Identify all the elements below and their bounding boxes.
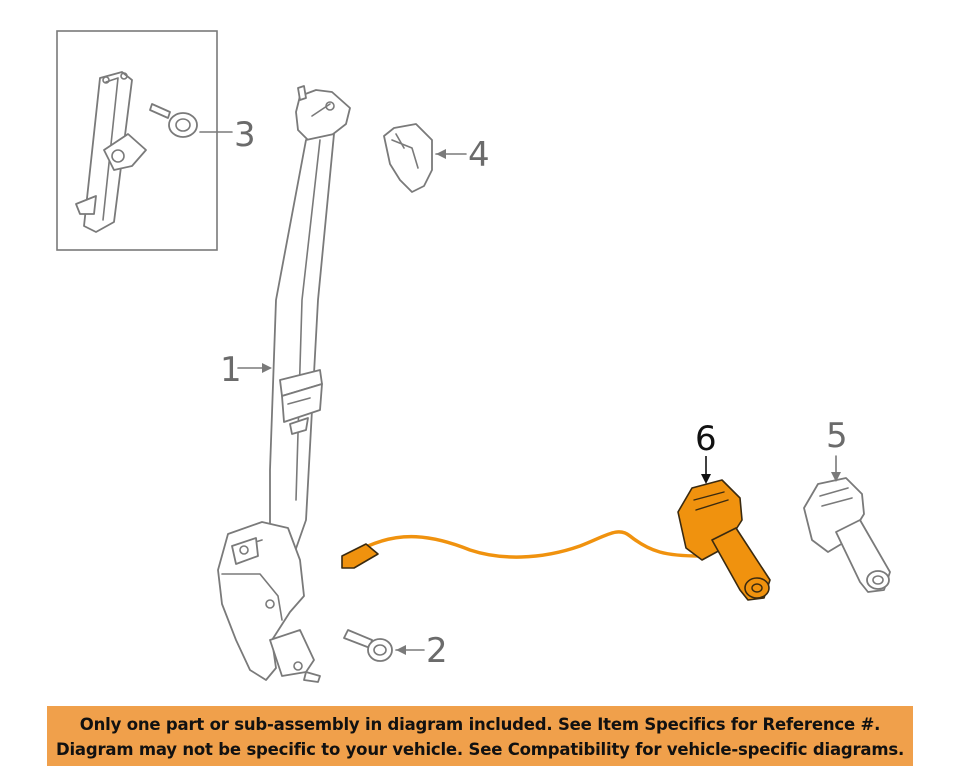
part-3-inset bbox=[56, 30, 233, 251]
part-5-buckle bbox=[803, 455, 891, 593]
part-6-buckle bbox=[341, 456, 771, 601]
callout-6: 6 bbox=[695, 419, 717, 459]
disclaimer-banner: Only one part or sub-assembly in diagram… bbox=[47, 706, 913, 766]
disclaimer-line-2: Diagram may not be specific to your vehi… bbox=[55, 740, 905, 759]
part-2-bolt bbox=[343, 629, 425, 662]
callout-4: 4 bbox=[468, 135, 490, 175]
part-1-seat-belt bbox=[217, 85, 351, 683]
bolt-icon bbox=[149, 103, 171, 119]
belt-webbing bbox=[269, 133, 335, 561]
inset-frame bbox=[56, 30, 218, 251]
callout-5: 5 bbox=[826, 416, 848, 456]
part-4-guide bbox=[383, 123, 467, 193]
callout-1: 1 bbox=[220, 350, 242, 390]
callout-2: 2 bbox=[426, 631, 448, 671]
callout-3: 3 bbox=[234, 115, 256, 155]
disclaimer-line-1: Only one part or sub-assembly in diagram… bbox=[79, 715, 881, 734]
parts-diagram: 1 2 3 4 5 6 bbox=[56, 30, 891, 683]
connector bbox=[341, 543, 379, 569]
